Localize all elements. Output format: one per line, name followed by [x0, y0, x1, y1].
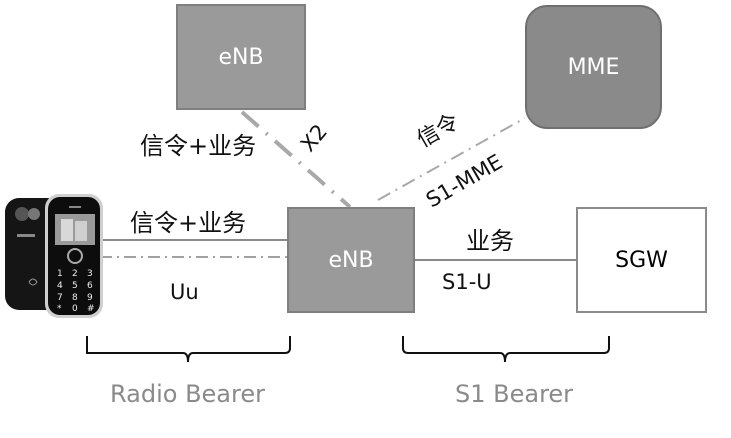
- svg-text:3: 3: [87, 269, 93, 279]
- mme-node[interactable]: MME: [525, 5, 662, 129]
- svg-text:2: 2: [72, 269, 78, 279]
- radio-bearer-label: Radio Bearer: [110, 380, 265, 408]
- svg-text:*: *: [57, 304, 62, 314]
- svg-text:5: 5: [72, 281, 78, 291]
- svg-text:9: 9: [87, 293, 93, 303]
- uu-content-label: 信令+业务: [130, 209, 247, 237]
- sgw-label: SGW: [615, 247, 668, 273]
- mme-label: MME: [567, 54, 620, 80]
- svg-text:4: 4: [57, 281, 63, 291]
- s1-mme-link-line: [377, 117, 526, 201]
- sgw-node[interactable]: SGW: [576, 207, 707, 313]
- svg-text:8: 8: [72, 293, 78, 303]
- enb-top-label: eNB: [218, 44, 264, 70]
- x2-link-line: [240, 110, 352, 209]
- radio-bearer-brace: [86, 336, 291, 363]
- s1-u-interface-label: S1-U: [442, 270, 492, 294]
- svg-text:#: #: [87, 304, 95, 314]
- svg-text:6: 6: [87, 281, 93, 291]
- svg-text:7: 7: [57, 293, 63, 303]
- enb-top-node[interactable]: eNB: [176, 4, 306, 110]
- uu-interface-label: Uu: [170, 280, 199, 304]
- s1-u-content-label: 业务: [466, 227, 514, 255]
- svg-text:0: 0: [72, 304, 78, 314]
- s1-bearer-label: S1 Bearer: [455, 380, 574, 408]
- x2-content-label: 信令+业务: [140, 132, 257, 160]
- enb-main-node[interactable]: eNB: [287, 207, 415, 313]
- s1-bearer-brace: [402, 336, 610, 363]
- enb-main-label: eNB: [328, 247, 374, 273]
- svg-text:1: 1: [57, 269, 63, 279]
